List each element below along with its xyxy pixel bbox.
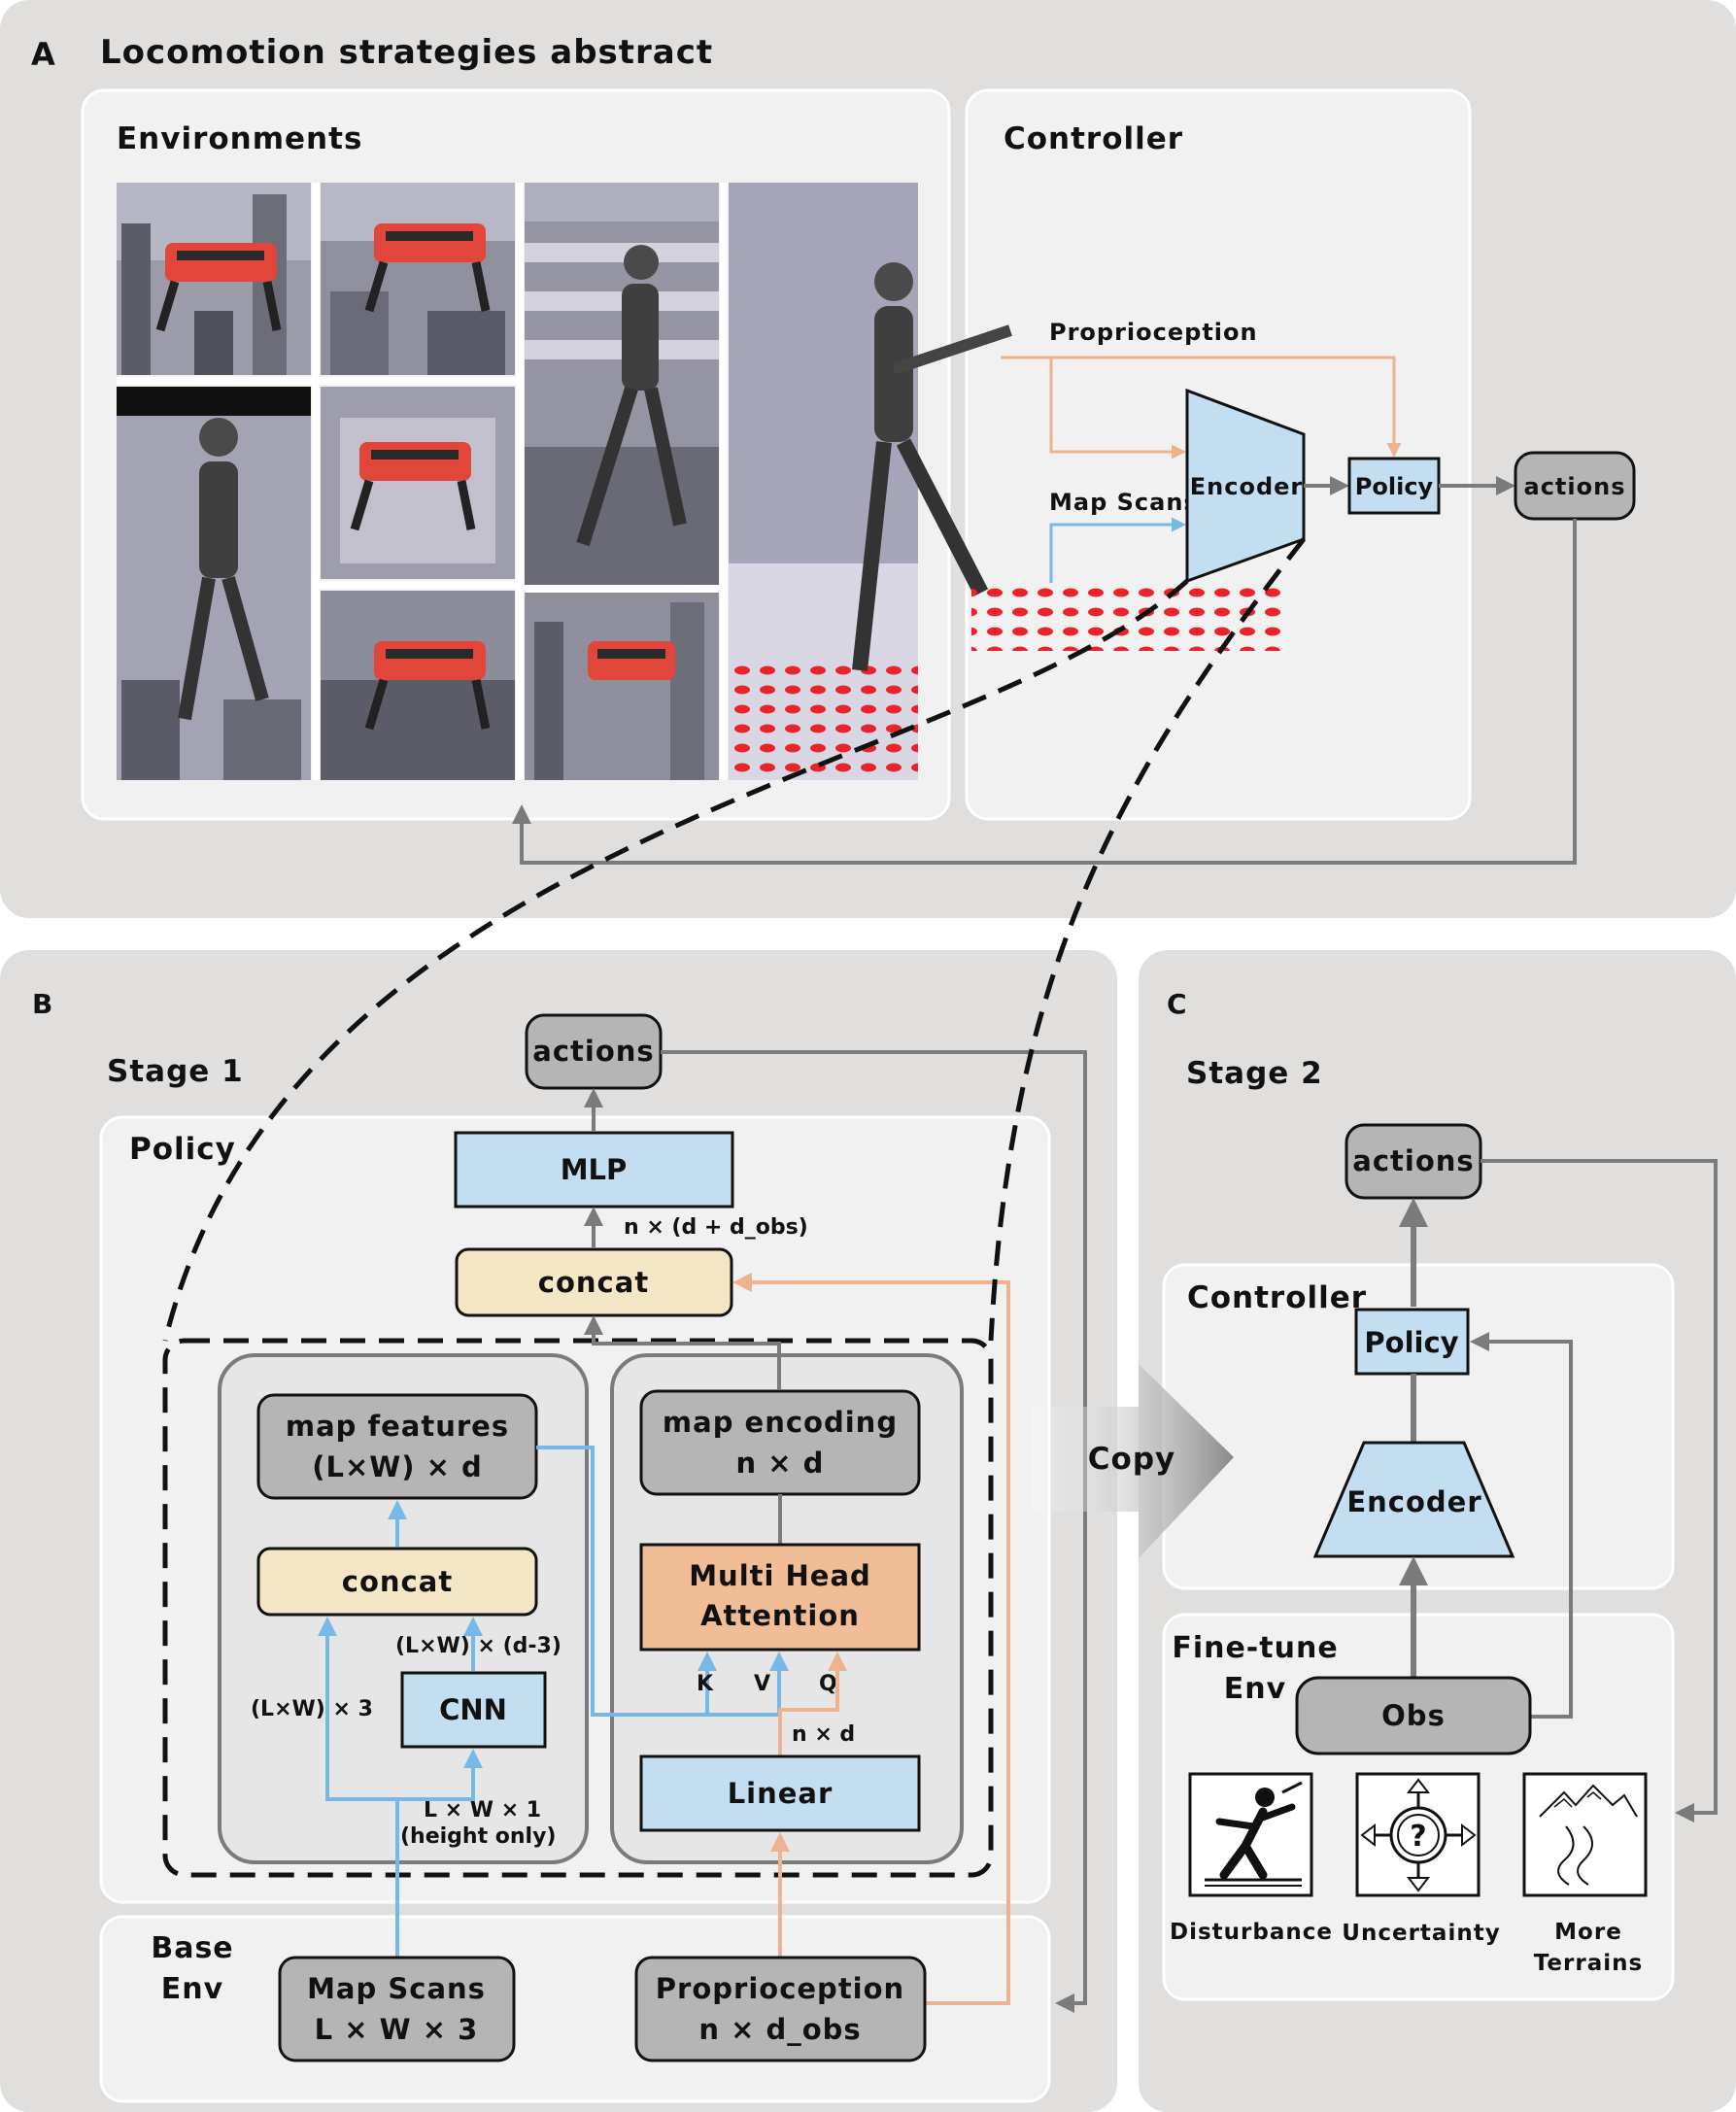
proprio-to-concat-arrow <box>732 1273 1010 2005</box>
lw1-dim-label-1: L × W × 1 <box>424 1798 541 1822</box>
proprioception-arrow-to-encoder <box>1049 358 1186 460</box>
proprioception-label-b-1: Proprioception <box>656 1972 904 2005</box>
encoder-region-dashed <box>162 1338 994 1878</box>
map-scans-split-arrow-to-concat <box>318 1617 399 1958</box>
map-scans-label-b-2: L × W × 3 <box>315 2013 479 2046</box>
mha-label-2: Attention <box>700 1599 860 1632</box>
map-scans-label-b-1: Map Scans <box>307 1972 486 2005</box>
finetune-env-label-2: Env <box>1224 1672 1286 1706</box>
stage-1-label: Stage 1 <box>107 1054 244 1089</box>
lw1-dim-label-2: (height only) <box>400 1824 556 1849</box>
obs-to-policy-arrow <box>1470 1332 1573 1719</box>
environments-label: Environments <box>117 121 362 156</box>
cnn-box[interactable] <box>400 1671 547 1749</box>
map-scans-arrow-to-encoder <box>1049 517 1186 583</box>
concat-inner-label: concat <box>342 1565 453 1598</box>
actions-label-b: actions <box>532 1035 654 1068</box>
env-image-humanoid-pillars <box>117 387 311 780</box>
encoder-label-c: Encoder <box>1346 1485 1481 1518</box>
map-features-label-1: map features <box>286 1410 509 1443</box>
map-scan-dots <box>971 588 1282 651</box>
uncertainty-label: Uncertainty <box>1342 1921 1500 1946</box>
zoom-curve-right <box>988 537 1306 1342</box>
finetune-env-label-1: Fine-tune <box>1172 1631 1338 1665</box>
stage-2-label: Stage 2 <box>1186 1056 1323 1091</box>
proprioception-label-b-2: n × d_obs <box>698 2013 861 2046</box>
map-scans-box-b[interactable] <box>278 1956 516 2062</box>
linear-box[interactable] <box>639 1754 921 1832</box>
policy-label-a: Policy <box>1355 473 1434 500</box>
env-image-quadruped-pillars <box>117 183 311 375</box>
panel-b-letter: B <box>32 988 52 1020</box>
concat-top-label: concat <box>538 1266 649 1299</box>
env-image-quadruped-slope <box>321 387 515 579</box>
encoder-trapezoid-c[interactable] <box>1312 1441 1515 1558</box>
obs-label: Obs <box>1381 1699 1446 1732</box>
k-label: K <box>697 1672 714 1696</box>
uncertainty-icon: ? <box>1355 1772 1481 1897</box>
mlp-label: MLP <box>561 1153 628 1186</box>
env-image-humanoid-scans <box>729 183 1012 780</box>
linear-output-dim: n × d <box>792 1722 855 1747</box>
controller-label-c: Controller <box>1187 1280 1367 1315</box>
disturbance-label: Disturbance <box>1170 1920 1333 1945</box>
map-encoding-to-concat-arrow <box>584 1315 781 1389</box>
policy-label-b: Policy <box>129 1132 236 1167</box>
proprioception-label-a: Proprioception <box>1049 319 1258 346</box>
cnn-label: CNN <box>439 1693 507 1726</box>
actions-label-a: actions <box>1524 473 1626 500</box>
cnn-output-dim: (L×W) × (d-3) <box>395 1634 562 1658</box>
environment-images <box>117 183 1282 780</box>
mlp-input-dim: n × (d + d_obs) <box>624 1215 808 1240</box>
proprioception-box-b[interactable] <box>634 1956 927 2062</box>
env-image-quadruped-gap <box>321 591 515 780</box>
disturbance-icon <box>1188 1772 1313 1897</box>
multi-head-attention-box[interactable] <box>639 1543 921 1652</box>
map-encoding-label-1: map encoding <box>663 1406 898 1439</box>
actions-feedback-arrow-b <box>661 1050 1087 2013</box>
encoder-label-a: Encoder <box>1190 473 1304 500</box>
v-label: V <box>754 1672 770 1696</box>
controller-label-a: Controller <box>1004 121 1183 156</box>
copy-label: Copy <box>1088 1442 1175 1477</box>
env-image-quadruped-pillars-2 <box>525 591 719 780</box>
q-label: Q <box>819 1672 837 1696</box>
actions-feedback-arrow-c <box>1481 1159 1718 1822</box>
policy-box-c[interactable] <box>1354 1308 1470 1376</box>
copy-arrow <box>1032 1364 1234 1558</box>
linear-to-q-arrow <box>778 1652 847 1756</box>
panel-a-title: Locomotion strategies abstract <box>100 33 713 72</box>
obs-box[interactable] <box>1295 1676 1532 1755</box>
map-features-to-kv-arrow <box>536 1446 789 1717</box>
panel-c-letter: C <box>1167 988 1187 1020</box>
env-image-quadruped-rubble <box>321 183 515 375</box>
svg-text:?: ? <box>1410 1820 1426 1854</box>
lw3-dim-label: (L×W) × 3 <box>251 1697 373 1721</box>
base-env-label-1: Base <box>151 1931 233 1965</box>
actions-label-c: actions <box>1352 1144 1474 1177</box>
policy-label-c: Policy <box>1364 1326 1458 1359</box>
actions-feedback-arrow-a <box>512 519 1577 865</box>
proprioception-arrow-to-policy <box>1001 356 1402 458</box>
more-terrains-label-2: Terrains <box>1534 1951 1643 1976</box>
map-features-label-2: (L×W) × d <box>312 1450 483 1483</box>
concat-inner-box[interactable] <box>256 1547 538 1617</box>
base-env-label-2: Env <box>161 1972 223 2006</box>
map-scans-split-arrow-to-cnn <box>397 1749 483 1801</box>
linear-label: Linear <box>728 1777 834 1810</box>
mha-label-1: Multi Head <box>689 1559 871 1592</box>
zoom-curve-left <box>162 579 1189 1342</box>
more-terrains-label-1: More <box>1554 1920 1622 1945</box>
panel-a-letter: A <box>31 36 55 73</box>
map-scans-label-a: Map Scans <box>1049 489 1199 516</box>
env-image-humanoid-stairs <box>525 183 719 589</box>
terrain-icon <box>1522 1772 1648 1897</box>
map-encoding-label-2: n × d <box>736 1447 825 1480</box>
